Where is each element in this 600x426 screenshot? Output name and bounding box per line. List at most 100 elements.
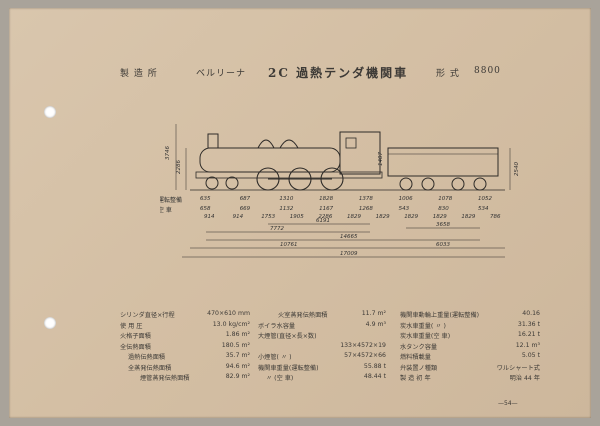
spec-label: 過熱伝熱面積 [128, 354, 166, 361]
spec-value: 13.0 kg/cm² [212, 320, 250, 328]
dim-label: 1268 [359, 206, 373, 212]
spec-row: 弁装置ノ種類 ワルシャート式 [400, 363, 550, 374]
spec-label: 製 造 初 年 [400, 375, 431, 382]
spec-value: 82.9 m² [225, 373, 250, 380]
spec-value: 470×610 mm [207, 310, 250, 317]
model-number: 8800 [474, 66, 501, 76]
spec-row: 〃 (空 車)48.44 t [258, 373, 396, 384]
dim-label: 2286 [318, 214, 332, 220]
tender-wheel-3 [451, 177, 465, 191]
spec-row: 使 用 圧 13.0 kg/cm² [120, 321, 260, 332]
steam-dome-shape [257, 139, 275, 149]
dim-label: 1753 [261, 214, 275, 220]
spec-row: 煙管蒸発伝熱面積 82.9 m² [120, 373, 260, 384]
spec-value: 133×4572×19 [340, 341, 386, 349]
spec-label: シリンダ直径×行程 [120, 312, 175, 319]
dim-label: 1310 [279, 196, 293, 202]
spec-label: 小煙管( 〃 ) [258, 354, 292, 361]
spec-row: 燃料積載量 5.05 t [400, 352, 550, 363]
dim-label: 1378 [359, 196, 373, 202]
spec-row: 炭水車重量(空 車)16.21 t [400, 331, 550, 342]
dim-span-14665: 14665 [340, 234, 358, 240]
page-title: 2C 過熱テンダ機関車 [268, 66, 409, 80]
dim-cab-height: 1407 [378, 152, 384, 166]
spec-value: 11.7 m² [361, 310, 386, 317]
spec-label: 使 用 圧 [120, 322, 143, 330]
wheel-dims-top-row: 635 687 1310 1828 1378 1006 1078 1052 [200, 196, 492, 202]
label-running-order: 運転整備 [160, 196, 182, 204]
dim-label: 1829 [433, 214, 447, 220]
spec-value: 5.05 t [521, 352, 540, 359]
spec-value: 明治 44 年 [509, 375, 540, 382]
dim-label: 1052 [478, 196, 492, 202]
dim-height-boiler: 2286 [176, 160, 182, 174]
dim-label: 830 [438, 206, 449, 212]
smokestack-shape [207, 133, 219, 149]
spec-label: 炭水車重量(空 車) [400, 333, 451, 340]
dim-label: 914 [204, 214, 215, 220]
spec-row: 火格子面積 1.86 m² [120, 331, 260, 342]
spec-value: 1.86 m² [225, 331, 250, 338]
spec-value: 180.5 m² [221, 341, 250, 349]
spec-value: ワルシャート式 [496, 364, 540, 372]
spec-label: 火格子面積 [120, 333, 151, 340]
spec-row: 炭水車重量( 〃 )31.36 t [400, 321, 550, 332]
spec-label: 機関車動輪上重量(運転整備) [400, 312, 480, 319]
tender-wheel-2 [421, 177, 435, 191]
dim-span-6191: 6191 [316, 218, 330, 224]
dim-tender-height: 2540 [514, 162, 520, 176]
spec-label: 機関車重量(運転整備) [258, 364, 319, 372]
spec-value: 55.88 t [363, 362, 386, 370]
spec-row: 機関車動輪上重量(運転整備) 40.16 [400, 310, 550, 321]
spec-value: 12.1 m³ [515, 341, 540, 349]
spec-label: 大煙管(直径×長×数) [258, 333, 317, 340]
dim-label: 1905 [290, 214, 304, 220]
dim-label: 914 [233, 214, 244, 220]
spec-row: シリンダ直径×行程 470×610 mm [120, 310, 260, 321]
dim-span-10761: 10761 [280, 242, 298, 248]
spec-column-1: シリンダ直径×行程 470×610 mm 使 用 圧 13.0 kg/cm² 火格子面積… [120, 310, 260, 384]
dim-height-total: 3746 [165, 146, 171, 160]
model-label: 形 式 [436, 69, 460, 79]
spec-label: 全蒸発伝熱面積 [128, 364, 172, 372]
dim-label: 635 [200, 196, 211, 202]
dim-label: 1829 [347, 214, 361, 220]
dim-label: 1078 [438, 196, 452, 202]
dim-label: 1828 [319, 196, 333, 202]
tender-shape [387, 147, 499, 177]
spec-value: 4.9 m³ [365, 320, 386, 328]
maker-name: ベルリーナ [196, 69, 247, 79]
spec-row: 大煙管(直径×長×数) [258, 331, 396, 342]
maker-label: 製 造 所 [120, 69, 158, 79]
dim-label: 1006 [399, 196, 413, 202]
dim-label: 786 [490, 214, 501, 220]
spec-label: 炭水車重量( 〃 ) [400, 322, 446, 330]
dim-label: 1829 [404, 214, 418, 220]
spec-value: 40.16 [522, 310, 540, 317]
spec-label: 弁装置ノ種類 [400, 364, 438, 372]
spec-label: 煙管蒸発伝熱面積 [140, 375, 190, 382]
bogie-wheel-2 [225, 176, 239, 190]
spec-row: 133×4572×19 [258, 342, 396, 353]
dim-label: 1167 [319, 206, 333, 212]
tender-wheel-1 [399, 177, 413, 191]
dim-label: 543 [399, 206, 410, 212]
dim-label: 658 [200, 206, 211, 212]
dim-label: 687 [240, 196, 251, 202]
spec-label: 火室蒸発伝熱面積 [278, 312, 328, 319]
spec-row: 機関車重量(運転整備) 55.88 t [258, 363, 396, 374]
tender-wheel-4 [473, 177, 487, 191]
dim-label: 534 [478, 206, 489, 212]
dim-label: 669 [240, 206, 251, 212]
dim-span-3658: 3658 [436, 222, 450, 228]
spec-label: 燃料積載量 [400, 354, 431, 361]
spec-label: 水タンク容量 [400, 343, 438, 351]
